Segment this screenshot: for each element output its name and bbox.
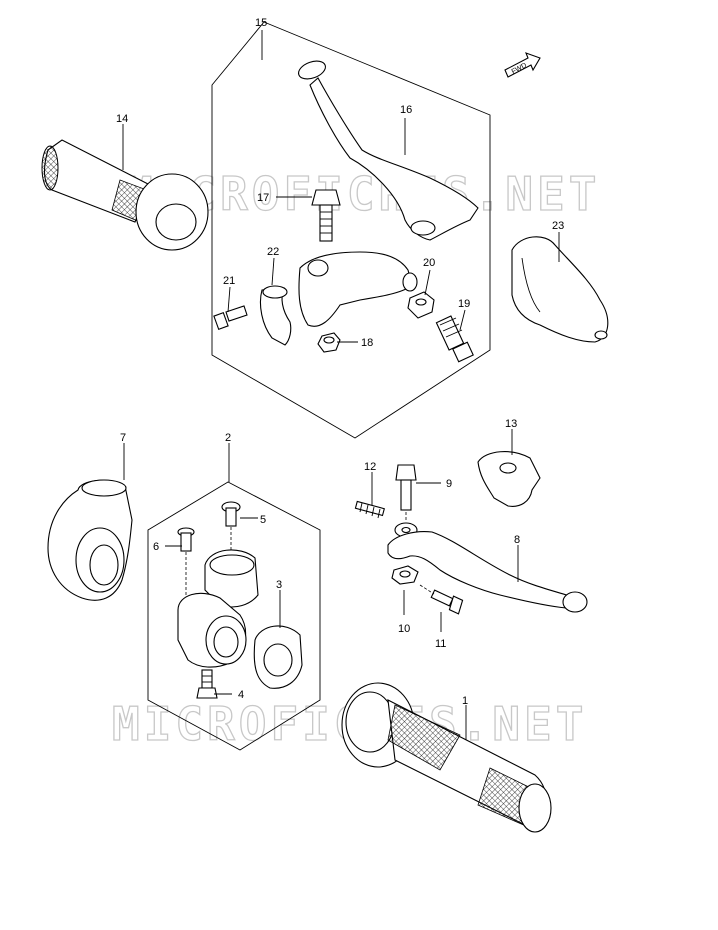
bolt-17 [311,189,341,242]
assembly-box-2 [147,481,321,751]
assembly-box-15 [211,21,491,439]
adjuster-19 [435,315,474,363]
fwd-arrow-icon: FWD [504,52,541,78]
cover-13 [477,451,541,507]
leader-lines [122,30,560,740]
callouts: 1 2 3 4 5 6 7 8 9 10 11 12 13 14 15 16 1… [116,17,564,707]
callout-13: 13 [505,418,517,430]
callout-23: 23 [552,220,564,232]
callout-1: 1 [462,695,468,707]
callout-22: 22 [267,246,279,258]
callout-9: 9 [446,478,452,490]
callout-19: 19 [458,298,470,310]
screw-6 [177,527,195,600]
bolt-11 [419,584,464,615]
callout-20: 20 [423,257,435,269]
bolt-9 [395,464,417,520]
callout-7: 7 [120,432,126,444]
nut-18 [317,332,341,353]
bolt-12 [354,500,385,519]
callout-15: 15 [255,17,267,29]
callout-21: 21 [223,275,235,287]
callout-17: 17 [257,192,269,204]
clutch-lever-16 [298,60,479,241]
lever-boot-23 [511,236,609,343]
clamp-22 [259,285,292,346]
housing-7 [47,479,133,601]
callout-12: 12 [364,461,376,473]
callout-4: 4 [238,689,244,701]
callout-18: 18 [361,337,373,349]
callout-14: 14 [116,113,128,125]
brake-lever-8 [387,531,588,613]
lever-bracket [298,251,418,327]
callout-8: 8 [514,534,520,546]
grip-1 [341,682,552,833]
callout-2: 2 [225,432,231,444]
clamp-3 [253,625,303,689]
callout-6: 6 [153,541,159,553]
callout-5: 5 [260,514,266,526]
nut-10 [391,565,419,585]
callout-10: 10 [398,623,410,635]
switch-housing [177,549,259,668]
bolt-4 [196,669,218,699]
callout-16: 16 [400,104,412,116]
callout-11: 11 [435,638,446,650]
fwd-label: FWD [511,62,528,76]
callout-3: 3 [276,579,282,591]
nut-20 [407,291,435,319]
bolt-21 [213,305,248,330]
grip-14 [41,139,209,251]
